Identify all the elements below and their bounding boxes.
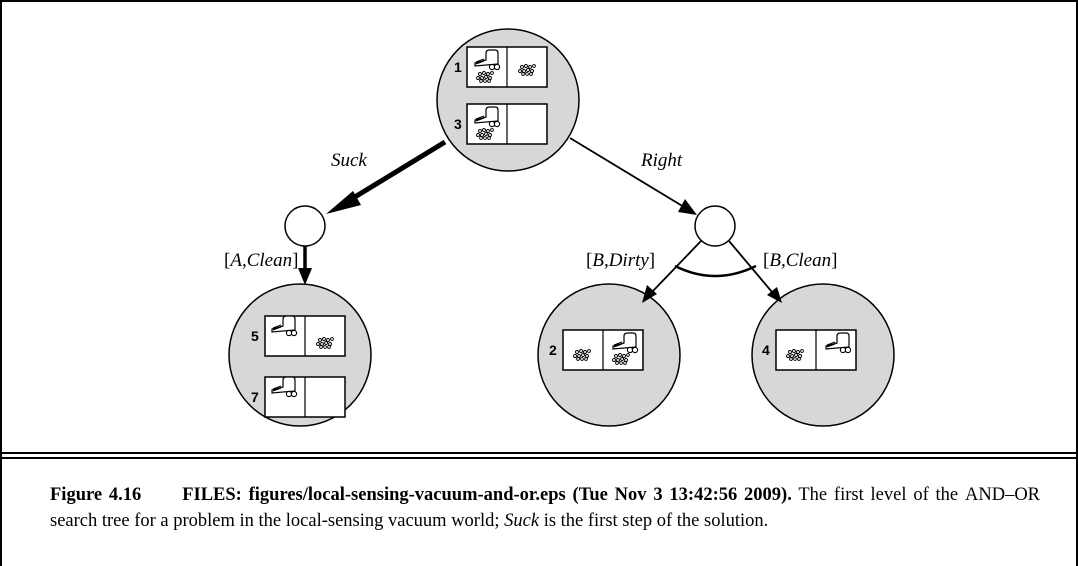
and-node-right [694, 205, 736, 247]
figure-caption: Figure 4.16 FILES: figures/local-sensing… [50, 482, 1040, 534]
state-label-7: 7 [251, 389, 259, 405]
state-box-4 [775, 329, 857, 371]
edge-label-b-clean: [B,Clean] [763, 250, 837, 271]
state-label-3: 3 [454, 116, 462, 132]
edge-label-right: Right [640, 150, 683, 171]
frame-border-right [1076, 0, 1078, 566]
caption-suck: Suck [504, 511, 540, 531]
caption-text-3: is the first step of the solution. [543, 511, 769, 531]
state-label-5: 5 [251, 328, 259, 344]
edge-b-clean [728, 240, 773, 293]
state-box-3 [466, 103, 548, 145]
caption-and-or: AND–OR [964, 485, 1041, 505]
edge-label-a-clean: [A,Clean] [224, 250, 298, 271]
and-or-tree-diagram: 1 3 5 7 2 4 Suck Right [A,Clean] [B,Dirt… [224, 28, 895, 427]
state-label-1: 1 [454, 59, 462, 75]
state-box-5 [264, 315, 346, 357]
frame-border-left [0, 0, 2, 566]
state-label-4: 4 [762, 342, 770, 358]
state-box-1 [466, 46, 548, 88]
arrowhead-b-dirty [642, 285, 657, 303]
caption-text-2: search tree for a problem in the local-s… [50, 511, 500, 531]
frame-border-top [0, 0, 1078, 2]
state-box-7 [264, 376, 346, 418]
edge-label-b-dirty: [B,Dirty] [586, 250, 655, 271]
figure-files: FILES: figures/local-sensing-vacuum-and-… [182, 485, 792, 505]
edge-suck [343, 139, 447, 206]
state-label-2: 2 [549, 342, 557, 358]
caption-text-1: The first level of the [798, 485, 959, 505]
edge-label-suck: Suck [331, 150, 367, 171]
arrowhead-a-clean [298, 268, 312, 285]
figure-number: Figure 4.16 [50, 485, 142, 505]
and-node-suck [284, 205, 326, 247]
caption-rule-upper [0, 452, 1078, 454]
arrowhead-b-clean [767, 287, 782, 303]
edge-right [569, 137, 685, 208]
and-arc [674, 264, 757, 278]
caption-rule-lower [0, 457, 1078, 459]
arrowhead-suck [326, 191, 361, 214]
arrowhead-right [678, 199, 697, 215]
state-box-2 [562, 329, 644, 371]
